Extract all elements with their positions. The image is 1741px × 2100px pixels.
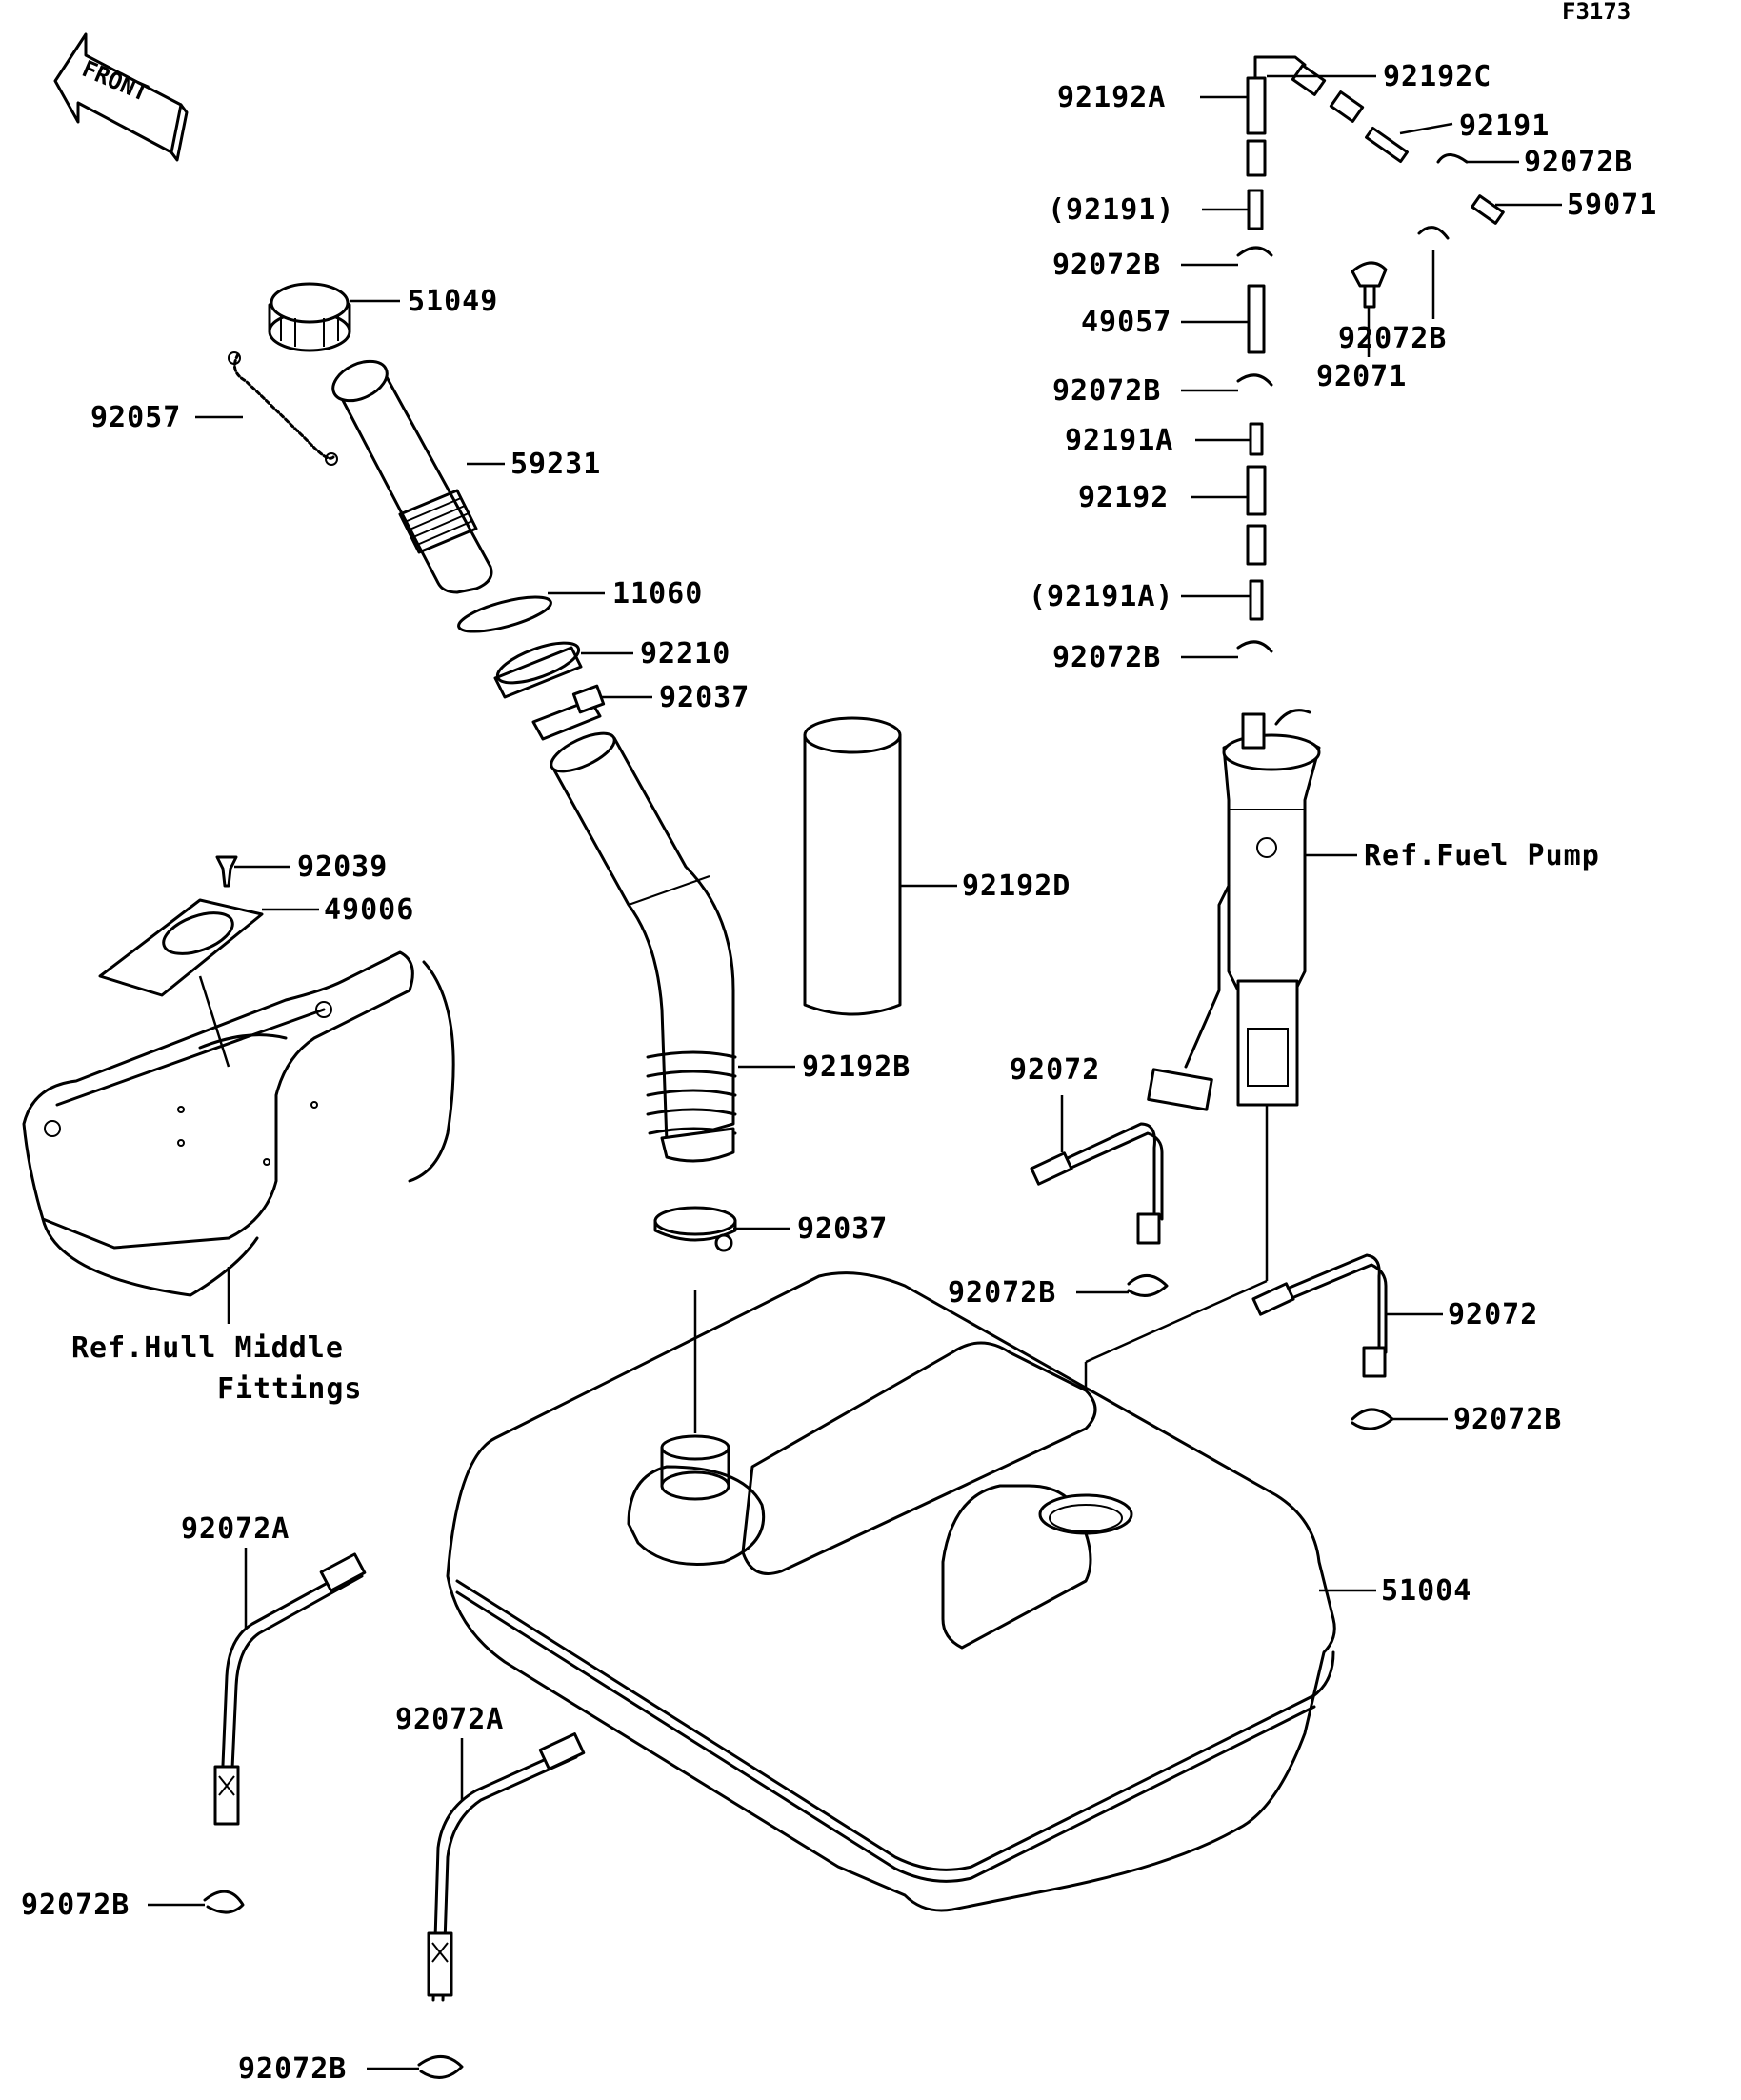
o-ring-11060	[457, 595, 552, 633]
figure-code: F3173	[1562, 0, 1631, 25]
label-92037-a: 92037	[659, 681, 750, 714]
strap-92072-a	[1030, 1122, 1164, 1245]
label-ref-hull-1: Ref.Hull Middle	[71, 1331, 344, 1365]
label-92072A-b: 92072A	[395, 1703, 504, 1736]
label-92072B-f: 92072B	[1453, 1403, 1562, 1436]
label-92071: 92071	[1316, 360, 1407, 393]
label-92072B-c: 92072B	[1052, 374, 1161, 408]
label-92191A-paren: (92191A)	[1029, 580, 1174, 613]
label-92037-b: 92037	[797, 1212, 888, 1246]
cover-plate-49006	[98, 855, 264, 997]
clip-92072B-f	[1351, 1408, 1394, 1430]
label-92072B-g: 92072B	[21, 1889, 130, 1922]
clip-92072B-g	[203, 1890, 245, 1914]
label-92072B-h: 92072B	[238, 2052, 347, 2086]
sleeve-92192D	[803, 716, 902, 1016]
label-49006: 49006	[324, 893, 414, 927]
label-92191-paren: (92191)	[1048, 193, 1174, 227]
tether-92057	[228, 351, 338, 466]
label-92191A: 92191A	[1065, 424, 1173, 457]
strap-92072A-a	[213, 1552, 367, 1826]
label-92072A-a: 92072A	[181, 1512, 290, 1546]
label-92192B: 92192B	[802, 1050, 911, 1084]
label-92192: 92192	[1078, 481, 1169, 514]
clamp-92037-upper	[531, 684, 606, 741]
label-ref-fuel-pump: Ref.Fuel Pump	[1364, 839, 1600, 872]
clamp-92037-lower	[653, 1206, 737, 1252]
vent-tube-branch	[1291, 64, 1505, 309]
label-92192A: 92192A	[1057, 81, 1166, 114]
label-92072B-b: 92072B	[1338, 322, 1447, 355]
label-49057: 49057	[1081, 306, 1171, 339]
front-arrow-icon: FRONT	[53, 32, 189, 162]
label-59231: 59231	[510, 448, 601, 481]
label-92072B-d: 92072B	[1052, 641, 1161, 674]
label-92057: 92057	[90, 401, 181, 434]
fuel-pump	[1147, 709, 1321, 1111]
label-92072B-e: 92072B	[948, 1276, 1056, 1310]
vent-tube-stack	[1236, 55, 1307, 653]
strap-92072-b	[1251, 1253, 1388, 1378]
label-92191: 92191	[1459, 110, 1550, 143]
hull-middle-fittings	[22, 950, 455, 1297]
label-92072B-a: 92072B	[1052, 249, 1161, 282]
filler-hose-92192B	[550, 731, 737, 1163]
nut-92210	[493, 641, 583, 699]
label-92072-b: 92072	[1448, 1298, 1538, 1331]
fuel-tank-51004	[446, 1271, 1336, 1912]
label-92072-a: 92072	[1010, 1053, 1100, 1087]
fuel-cap-51049	[268, 282, 351, 352]
label-11060: 11060	[612, 577, 703, 610]
label-92072B-top: 92072B	[1524, 146, 1632, 179]
label-51004: 51004	[1381, 1574, 1471, 1608]
clip-92072B-h	[417, 2055, 464, 2079]
label-51049: 51049	[408, 285, 498, 318]
label-ref-hull-2: Fittings	[217, 1372, 363, 1406]
label-92192D: 92192D	[962, 870, 1071, 903]
label-92039: 92039	[297, 850, 388, 884]
clip-92072B-e	[1127, 1274, 1169, 1297]
label-92210: 92210	[640, 637, 730, 670]
label-59071: 59071	[1567, 189, 1657, 222]
strap-92072A-b	[427, 1732, 586, 2002]
label-92192C: 92192C	[1383, 60, 1491, 93]
filler-neck-59231	[331, 359, 493, 594]
